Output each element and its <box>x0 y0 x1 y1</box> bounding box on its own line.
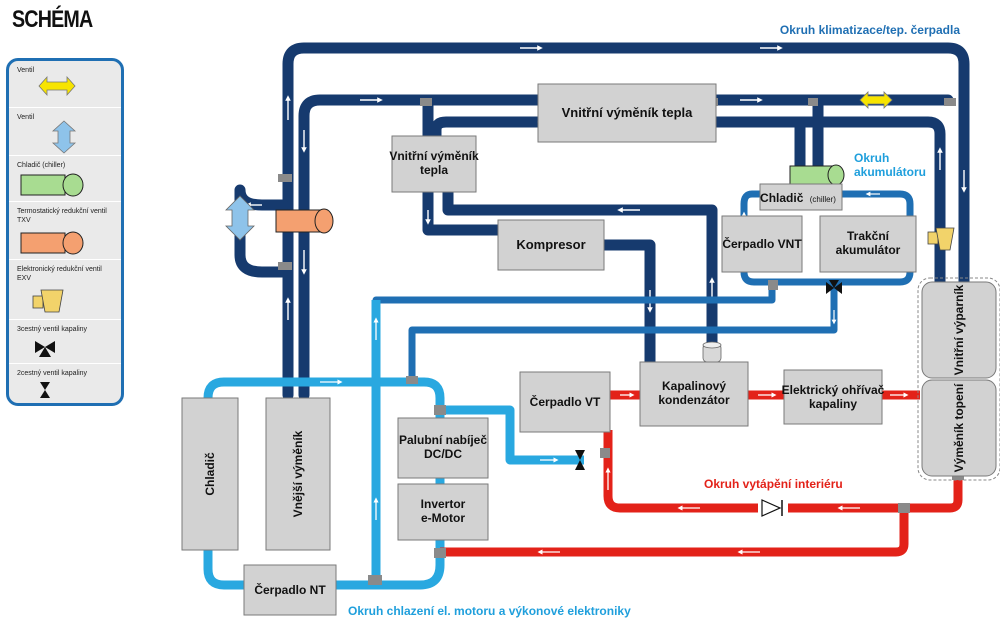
legend-label: Termostatický redukční ventil TXV <box>17 208 107 224</box>
exv-icon <box>927 227 955 251</box>
elektricky-ohrivac-box <box>783 369 883 425</box>
palubni-nabijec-box <box>397 417 489 479</box>
vnitrni-vyparnik-box <box>921 281 997 379</box>
exv-icon <box>32 289 64 313</box>
legend-label: Chladič (chiller) <box>17 162 66 169</box>
two-way-valve-icon <box>40 382 50 398</box>
legend-item-chiller: Chladič (chiller) <box>9 155 121 202</box>
cerpadlo-nt-box <box>243 564 337 616</box>
three-way-valve-icon <box>35 341 55 357</box>
label-chladic-chiller-main: Chladič <box>760 191 804 205</box>
heating-flow-arrows <box>537 392 909 555</box>
chladic-chiller-box <box>759 183 843 211</box>
chiller-icon <box>20 173 84 197</box>
legend-panel: Ventil Ventil Chladič (chiller) Termosta… <box>6 58 124 406</box>
pipe-compressor-to-condenser <box>598 239 656 371</box>
kompresor-box <box>497 219 605 271</box>
txv-icon <box>20 231 84 255</box>
cerpadlo-vnt-box <box>721 215 803 273</box>
yellow-valve-icon <box>859 91 893 109</box>
legend-label: Elektronický redukční ventil EXV <box>17 266 102 282</box>
legend-item-two-way-valve: 2cestný ventil kapaliny <box>9 363 121 404</box>
txv-icon <box>275 208 334 234</box>
refrigerant-flow-arrows <box>245 45 967 320</box>
legend-item-exv: Elektronický redukční ventil EXV <box>9 259 121 320</box>
label-cerpadlo-vnt: Čerpadlo VNT <box>722 236 802 251</box>
legend-label: 2cestný ventil kapaliny <box>17 370 88 377</box>
pipe-to-compressor <box>422 184 506 236</box>
label-cerpadlo-nt: Čerpadlo NT <box>254 582 326 597</box>
label-chladic-chiller-small: (chiller) <box>810 195 837 204</box>
chladic-box <box>181 397 239 551</box>
label-vnitrni-vyparnik: Vnitřní výparník <box>952 284 966 375</box>
check-valve-icon <box>758 498 788 518</box>
pipe-invertor-return <box>440 508 909 557</box>
label-kompresor: Kompresor <box>516 237 585 252</box>
vnejsi-vymenik-box <box>265 397 331 551</box>
cooling-circuit <box>203 300 584 590</box>
chiller-icon <box>789 164 845 186</box>
legend-item-txv: Termostatický redukční ventil TXV <box>9 201 121 260</box>
label-okruh-vytapeni: Okruh vytápění interiéru <box>704 477 843 491</box>
label-okruh-chlazeni: Okruh chlazení el. motoru a výkonové ele… <box>348 604 631 618</box>
invertor-box <box>397 483 489 541</box>
pipe-heating-return <box>603 430 963 513</box>
component-boxes <box>181 83 997 616</box>
pipe-upper-loop <box>298 94 954 401</box>
kapalinovy-kondenzator-box <box>639 361 749 427</box>
blue-valve-icon <box>51 120 77 154</box>
vnitrni-vymenik-left-box <box>391 135 477 193</box>
label-vymenik-topeni: Výměník topení <box>952 383 966 472</box>
three-way-valve-icon <box>826 280 842 294</box>
label-cerpadlo-vt: Čerpadlo VT <box>530 394 601 409</box>
legend-item-three-way-valve: 3cestný ventil kapaliny <box>9 319 121 364</box>
label-vnejsi-vymenik: Vnější výměník <box>291 430 305 517</box>
legend-label: Ventil <box>17 114 35 121</box>
pipe-outer-loop <box>282 42 970 401</box>
trakcni-akumulator-box <box>819 215 917 273</box>
vnitrni-vymenik-top-box <box>537 83 717 143</box>
separator-icon <box>702 341 722 363</box>
legend-label: 3cestný ventil kapaliny <box>17 326 88 333</box>
label-vnitrni-vymenik-top: Vnitřní výměník tepla <box>562 105 694 120</box>
pipe-battery-valve <box>408 282 838 380</box>
legend-label: Ventil <box>17 67 35 74</box>
two-way-valve-icon <box>575 450 585 470</box>
pipe-cooling-loop <box>203 377 445 590</box>
pipe-battery-loop <box>740 190 914 286</box>
page-title: SCHÉMA <box>12 6 93 33</box>
label-okruh-klimatizace: Okruh klimatizace/tep. čerpadla <box>780 23 960 37</box>
legend-item-yellow-valve: Ventil <box>9 61 121 107</box>
blue-valve-icon <box>225 195 255 241</box>
yellow-valve-icon <box>38 75 76 97</box>
cooling-flow-arrows <box>205 317 559 520</box>
label-chladic-chiller: Chladič (chiller) <box>760 191 836 205</box>
evaporator-group-outline <box>917 277 1000 481</box>
vymenik-topeni-box <box>921 379 997 477</box>
cerpadlo-vt-box <box>519 371 611 433</box>
label-chladic: Chladič <box>203 452 217 496</box>
legend-item-blue-valve: Ventil <box>9 107 121 156</box>
